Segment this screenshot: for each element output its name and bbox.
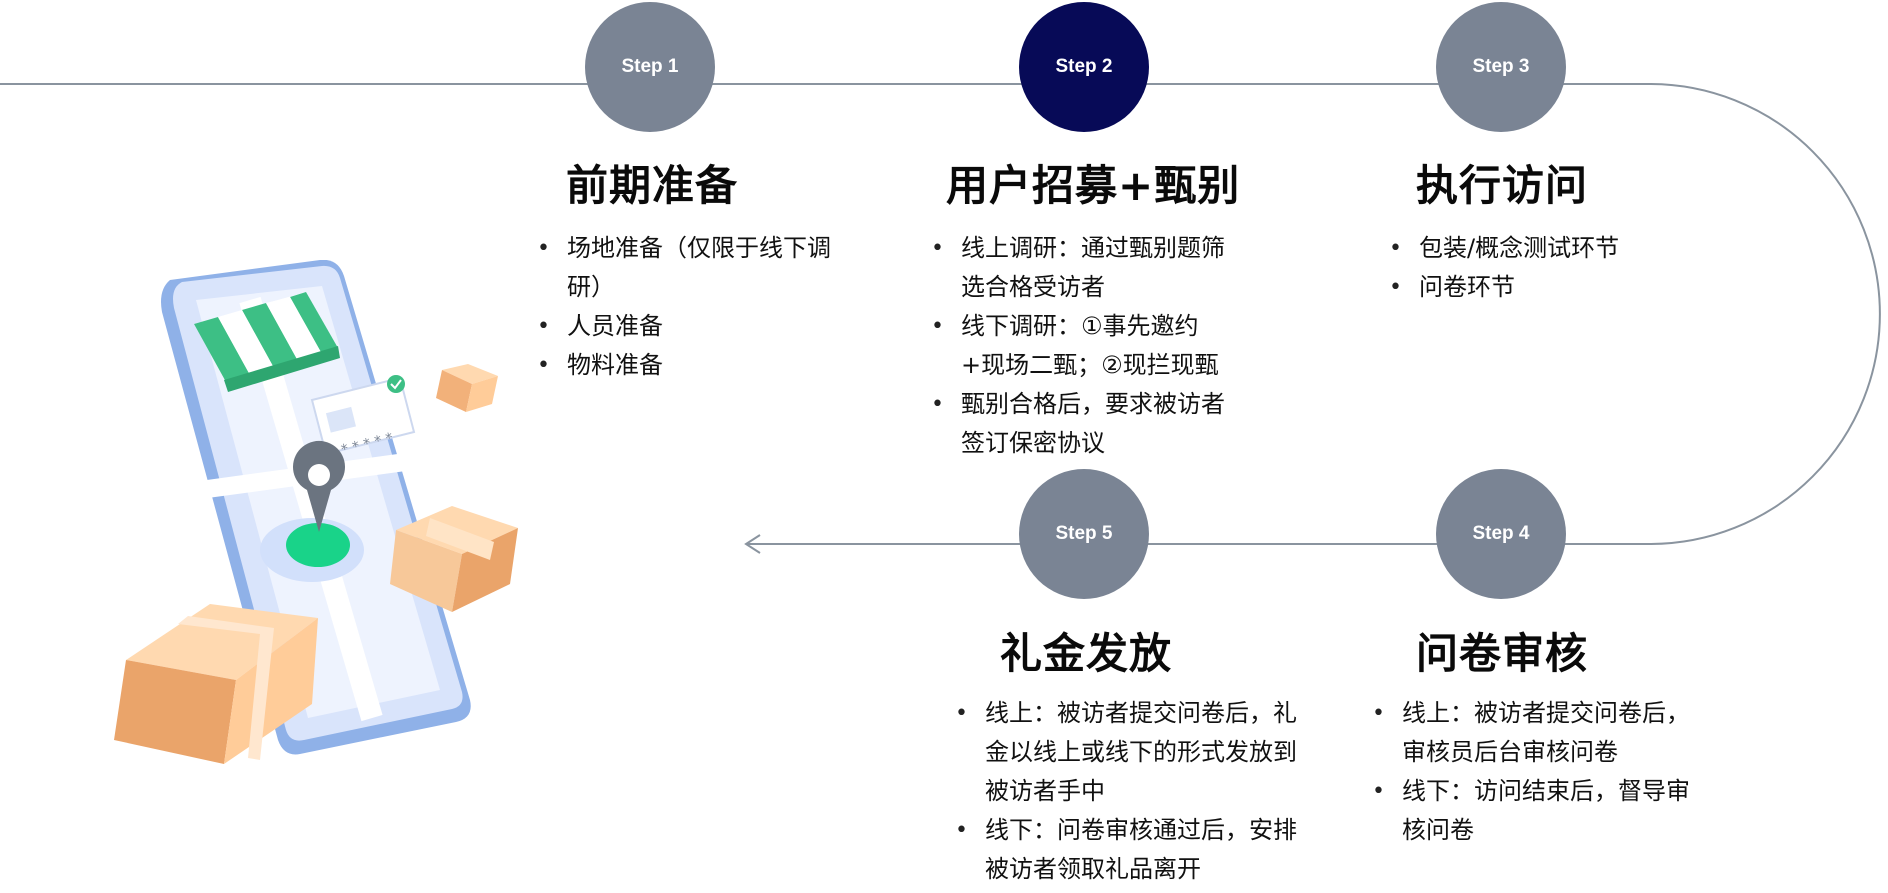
list-item: 线下调研：①事先邀约+现场二甄；②现拦现甄 [931, 307, 1231, 385]
step-2-circle: Step 2 [1019, 2, 1149, 132]
step-1-circle: Step 1 [585, 2, 715, 132]
step-2-title: 用户招募+甄别 [946, 161, 1241, 210]
list-item: 问卷环节 [1389, 268, 1689, 307]
package-box-icon [436, 364, 498, 412]
awning-icon [194, 292, 340, 392]
step-2-label: Step 2 [1055, 56, 1113, 77]
connector-curve [1649, 83, 1881, 545]
list-item: 场地准备（仅限于线下调研） [537, 229, 832, 307]
step-5-title: 礼金发放 [1000, 629, 1173, 678]
list-item: 线上：被访者提交问卷后，审核员后台审核问卷 [1372, 694, 1712, 772]
list-item: 包装/概念测试环节 [1389, 229, 1689, 268]
step-1-label: Step 1 [621, 56, 679, 77]
arrow-left-icon [744, 534, 761, 554]
login-card-icon: * * * * * [310, 375, 416, 458]
list-item: 线下：访问结束后，督导审核问卷 [1372, 772, 1712, 850]
delivery-phone-illustration: * * * * * [114, 260, 518, 764]
step-5-bullets: 线上：被访者提交问卷后，礼金以线上或线下的形式发放到被访者手中 线下：问卷审核通… [955, 694, 1300, 889]
step-5-circle: Step 5 [1019, 469, 1149, 599]
step-4-label: Step 4 [1472, 523, 1530, 544]
step-4-title: 问卷审核 [1416, 629, 1589, 678]
package-box-icon [390, 506, 518, 612]
step-3-circle: Step 3 [1436, 2, 1566, 132]
step-3-bullets: 包装/概念测试环节 问卷环节 [1389, 229, 1689, 307]
step-3-label: Step 3 [1472, 56, 1530, 77]
step-5-label: Step 5 [1055, 523, 1113, 544]
package-box-icon [114, 604, 318, 764]
list-item: 线上：被访者提交问卷后，礼金以线上或线下的形式发放到被访者手中 [955, 694, 1300, 811]
list-item: 人员准备 [537, 307, 832, 346]
step-2-bullets: 线上调研：通过甄别题筛选合格受访者 线下调研：①事先邀约+现场二甄；②现拦现甄 … [931, 229, 1231, 463]
list-item: 线上调研：通过甄别题筛选合格受访者 [931, 229, 1231, 307]
list-item: 甄别合格后，要求被访者签订保密协议 [931, 385, 1231, 463]
step-4-circle: Step 4 [1436, 469, 1566, 599]
step-3-title: 执行访问 [1416, 161, 1589, 210]
location-pin-icon [286, 440, 350, 567]
step-4-bullets: 线上：被访者提交问卷后，审核员后台审核问卷 线下：访问结束后，督导审核问卷 [1372, 694, 1712, 850]
list-item: 线下：问卷审核通过后，安排被访者领取礼品离开 [955, 811, 1300, 889]
step-1-title: 前期准备 [566, 161, 739, 210]
list-item: 物料准备 [537, 346, 832, 385]
step-1-bullets: 场地准备（仅限于线下调研） 人员准备 物料准备 [537, 229, 832, 385]
